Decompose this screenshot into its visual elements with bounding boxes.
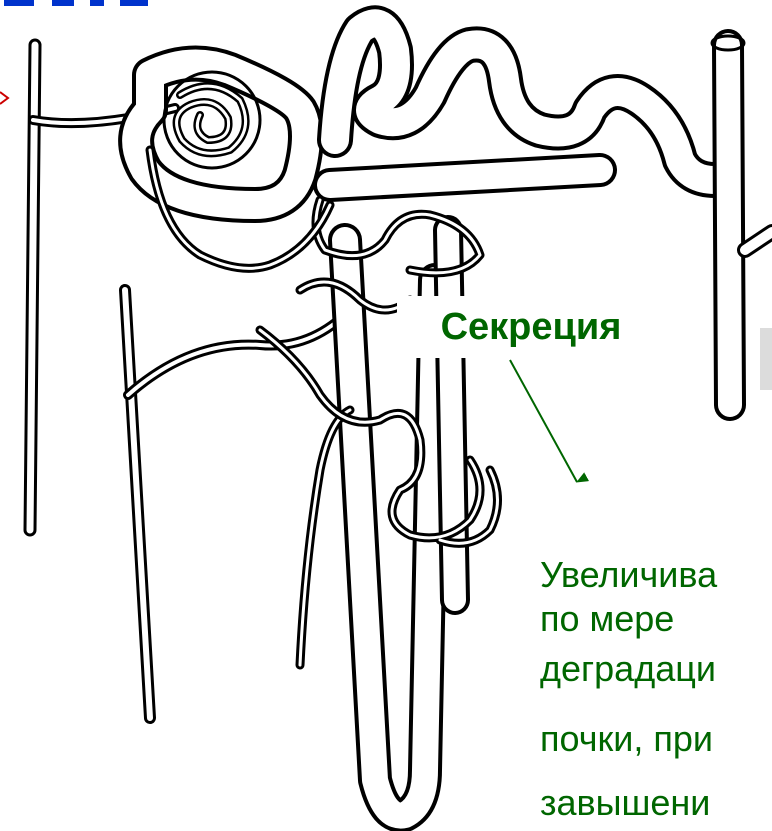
top-blue-marks: [4, 0, 148, 6]
description-line-1: Увеличива: [540, 553, 717, 597]
description-line-4: почки, при: [540, 717, 713, 761]
description-line-3: деградаци: [540, 647, 716, 691]
description-line-5: завышени: [540, 781, 710, 825]
secretion-arrow: [510, 360, 577, 482]
description-line-2: по мере: [540, 597, 674, 641]
red-side-arrow-icon: [0, 92, 8, 104]
secretion-label: Секреция: [397, 296, 665, 358]
gray-box-fragment: [760, 328, 772, 390]
glomerulus-loops: [177, 86, 246, 153]
vessel-network: [30, 23, 772, 815]
